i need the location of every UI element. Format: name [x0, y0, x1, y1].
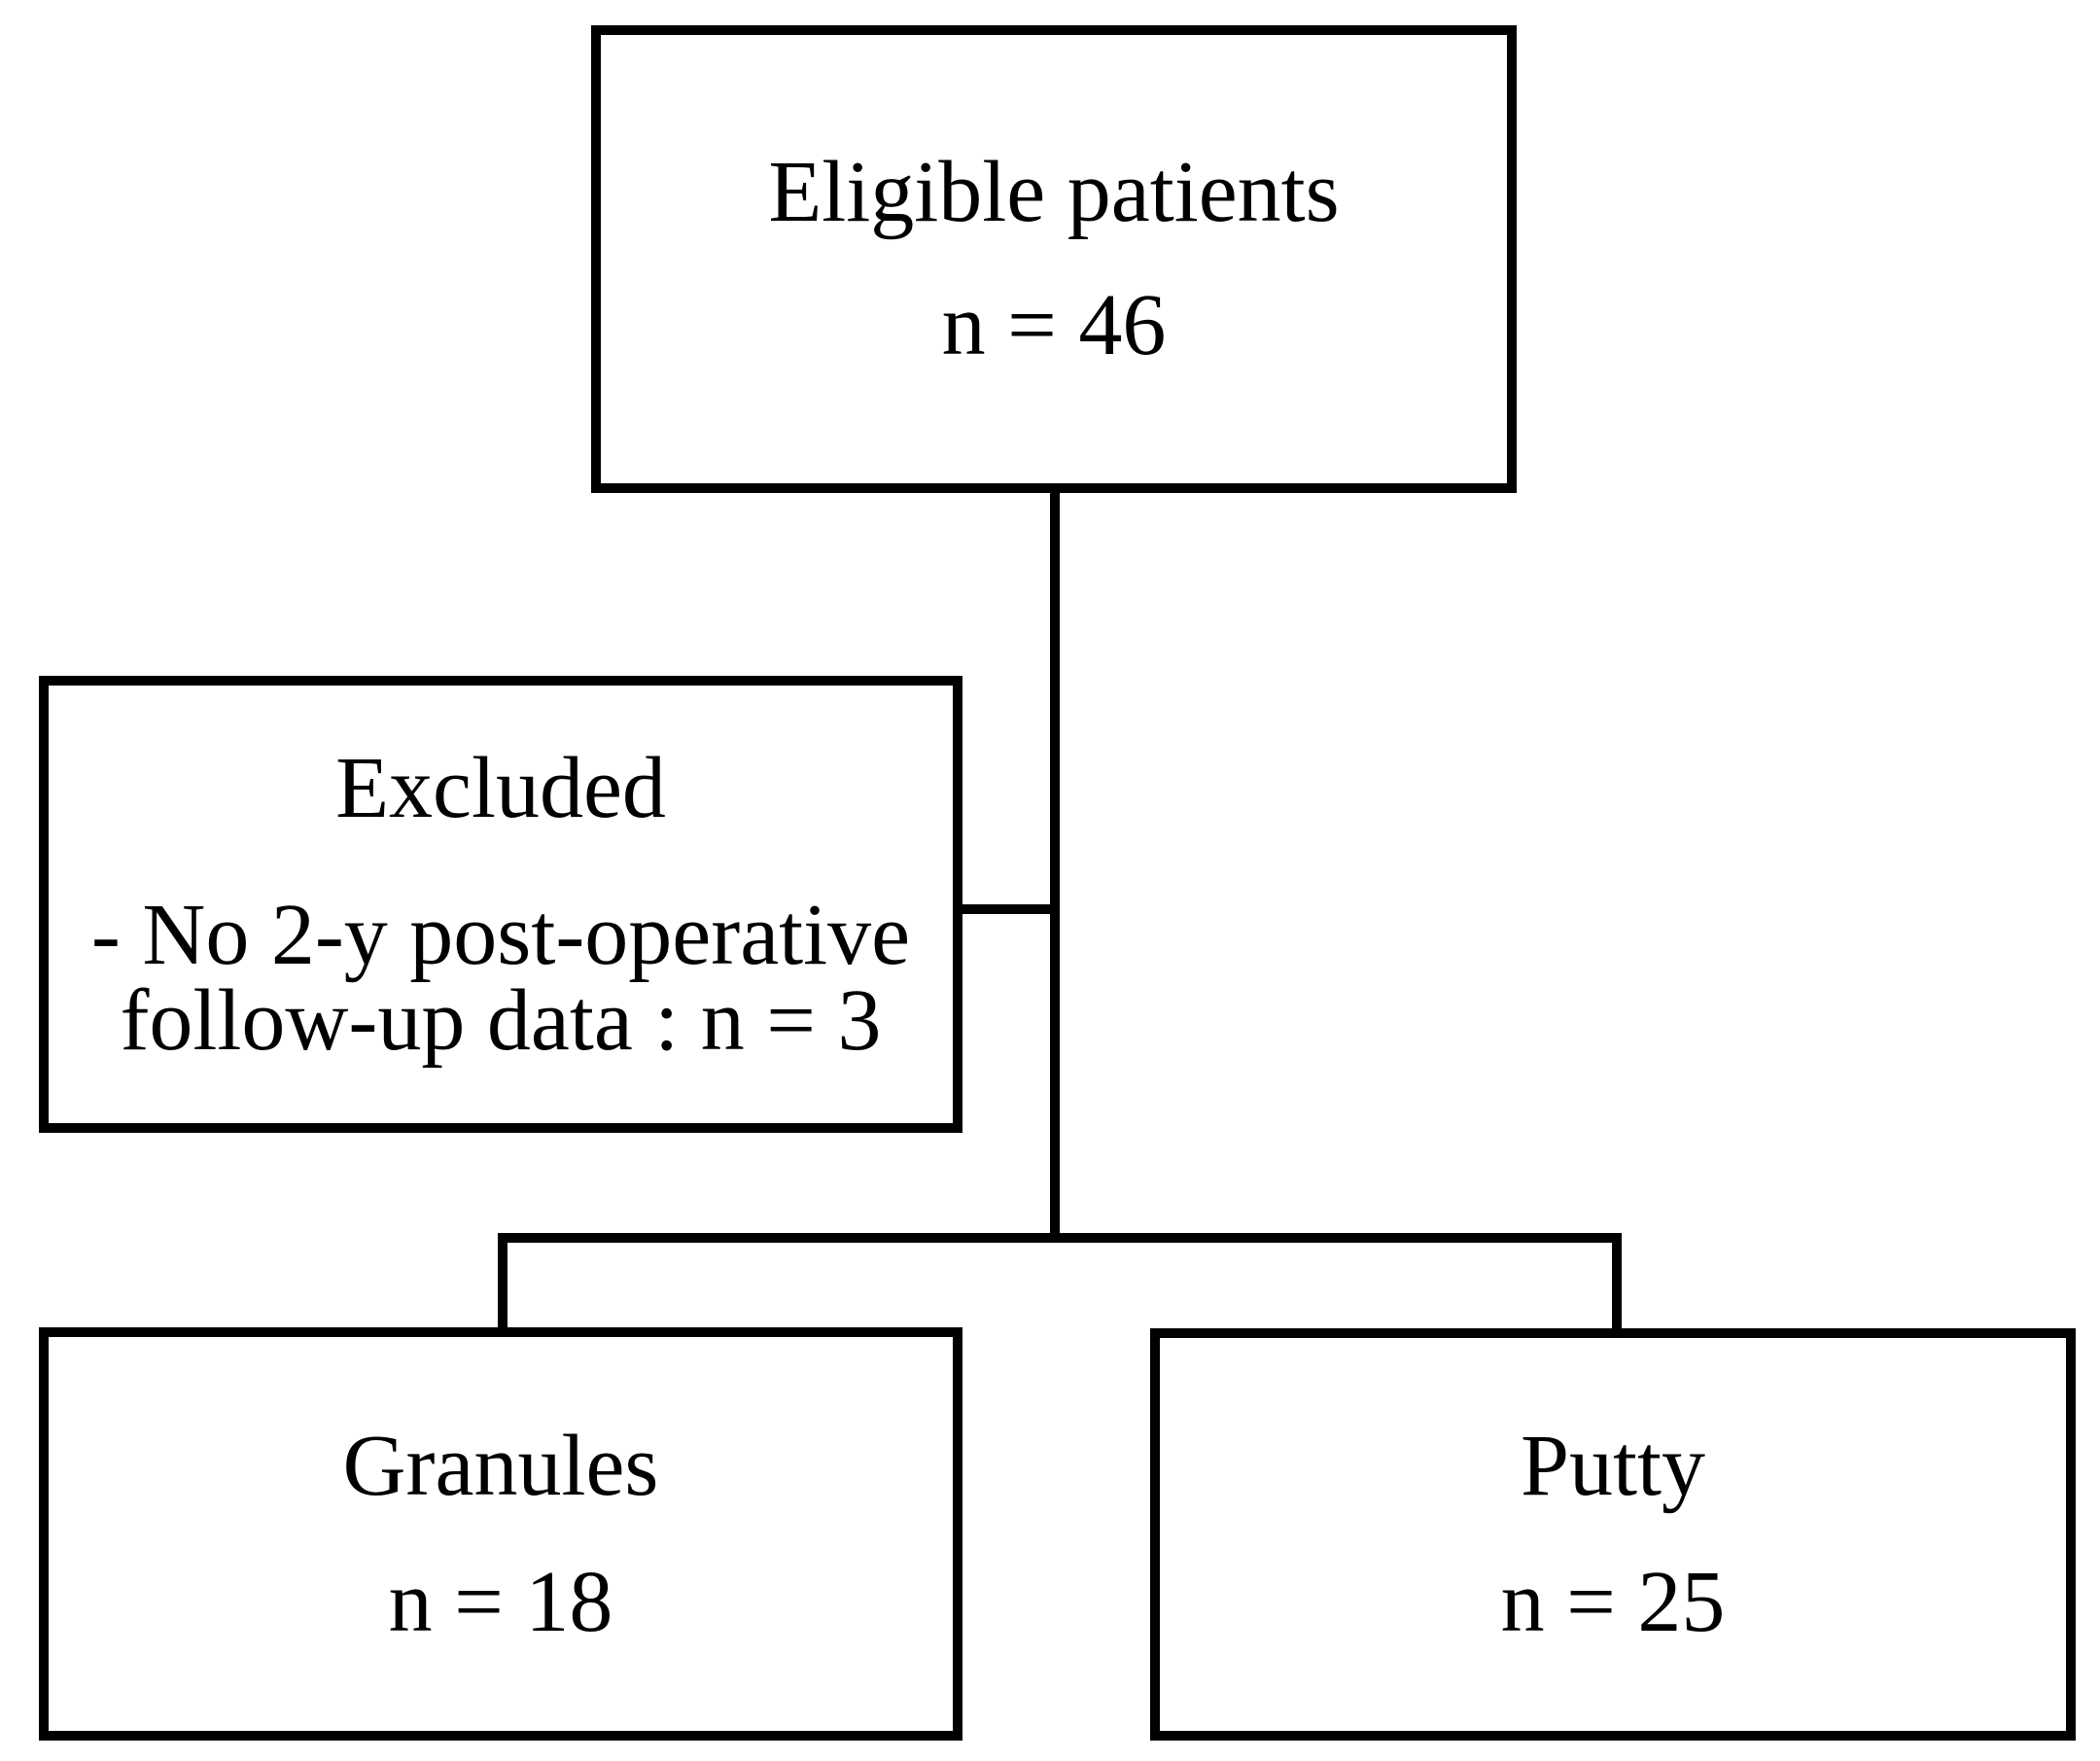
eligible-patients-count: n = 46 [941, 277, 1167, 373]
putty-count: n = 25 [1500, 1554, 1726, 1650]
connector-split-bar [498, 1233, 1622, 1243]
excluded-reason-line1: - No 2-y post-operative [90, 887, 911, 983]
connector-drop-putty [1612, 1239, 1622, 1332]
excluded-title: Excluded [335, 740, 666, 836]
putty-title: Putty [1520, 1418, 1706, 1514]
granules-title: Granules [342, 1417, 659, 1514]
excluded-box: Excluded - No 2-y post-operative follow-… [39, 676, 962, 1133]
excluded-reason-line2: follow-up data : n = 3 [120, 972, 882, 1069]
connector-drop-granules [498, 1239, 508, 1331]
eligible-patients-title: Eligible patients [768, 144, 1340, 240]
eligible-patients-box: Eligible patients n = 46 [591, 25, 1517, 493]
granules-count: n = 18 [388, 1553, 613, 1650]
connector-excluded-stub [958, 904, 1055, 914]
putty-group-box: Putty n = 25 [1150, 1328, 2076, 1741]
granules-group-box: Granules n = 18 [39, 1327, 962, 1741]
connector-eligible-vertical [1050, 476, 1060, 1243]
